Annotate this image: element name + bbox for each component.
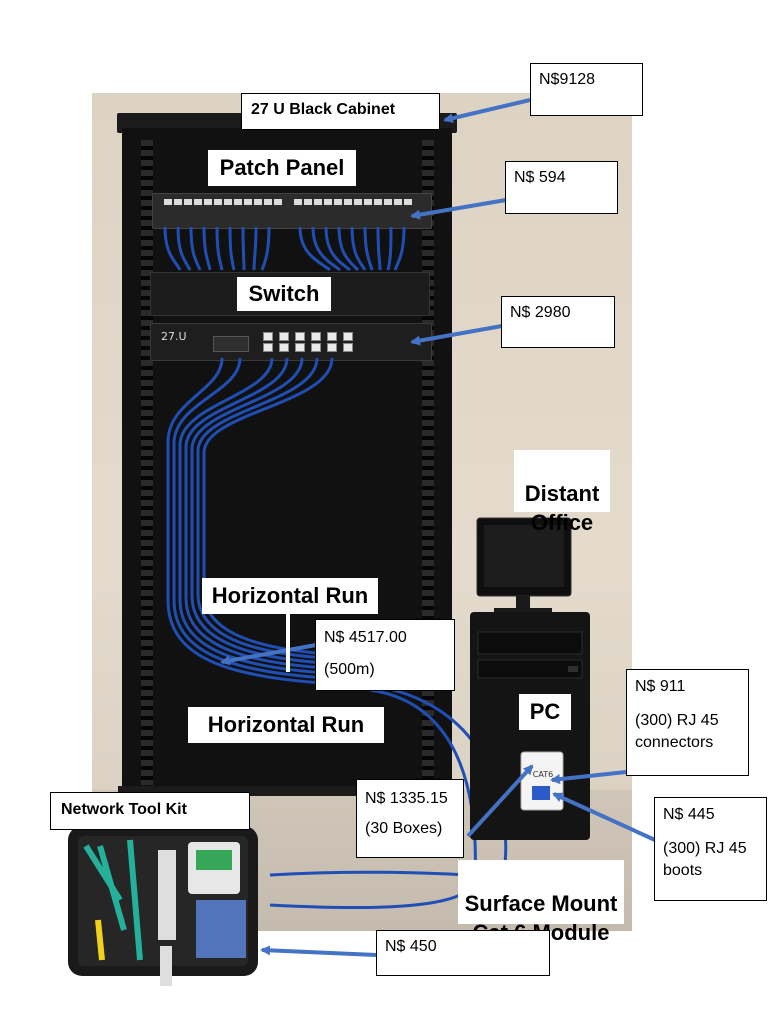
monitor	[476, 517, 572, 614]
module-tag: CAT6	[529, 770, 557, 782]
cabinet-base	[118, 786, 456, 796]
horizontal-run-label-bottom: Horizontal Run	[188, 707, 384, 743]
cable-price-box: N$ 4517.00 (500m)	[315, 619, 455, 691]
switch-port	[295, 332, 305, 341]
switch-port	[279, 343, 289, 352]
tool-kit-price: N$ 450	[385, 938, 437, 955]
switch-port	[279, 332, 289, 341]
cabinet-price-box: N$9128	[530, 63, 643, 116]
tool-kit-bag	[68, 826, 258, 986]
patch-cables	[163, 226, 406, 272]
switch-port	[295, 343, 305, 352]
rack-unit-label: 27.U	[161, 330, 187, 343]
tool-kit-label: Network Tool Kit	[50, 792, 250, 830]
patch-panel-label-text: Patch Panel	[219, 155, 345, 180]
pc-label: PC	[519, 694, 571, 730]
connectors-qty: (300) RJ 45 connectors	[635, 712, 719, 751]
surface-mount-label: Surface Mount Cat 6 Module	[458, 860, 624, 945]
switch-port	[263, 343, 273, 352]
arrow-boots	[552, 792, 656, 842]
boots-qty: (300) RJ 45 boots	[663, 840, 747, 879]
patch-panel-price: N$ 594	[514, 169, 566, 186]
switch-label-text: Switch	[248, 281, 320, 306]
distant-office-label: Distant Office	[514, 450, 610, 535]
boots-price-box: N$ 445 (300) RJ 45 boots	[654, 797, 767, 901]
module-qty: (30 Boxes)	[365, 820, 443, 837]
tool-kit-price-box: N$ 450	[376, 930, 550, 976]
cabinet-label: 27 U Black Cabinet	[241, 93, 440, 130]
patch-ports-left	[163, 199, 283, 205]
module-price-box: N$ 1335.15 (30 Boxes)	[356, 779, 464, 858]
arrow-tool-kit	[260, 945, 377, 957]
switch-port	[311, 332, 321, 341]
cable-price: N$ 4517.00	[324, 629, 407, 646]
distant-office-label-text: Distant Office	[524, 481, 600, 535]
switch-port	[327, 343, 337, 352]
arrow-patch-panel	[410, 198, 507, 220]
tool-kit-label-text: Network Tool Kit	[61, 801, 187, 818]
switch-label: Switch	[237, 277, 331, 311]
cable-qty: (500m)	[324, 661, 375, 678]
horizontal-run-text-bottom: Horizontal Run	[207, 712, 365, 737]
switch-price-box: N$ 2980	[501, 296, 615, 348]
switch-port	[343, 332, 353, 341]
horizontal-run-text-top: Horizontal Run	[211, 583, 369, 608]
cabinet-label-text: 27 U Black Cabinet	[251, 101, 396, 118]
network-switch: 27.U	[150, 323, 432, 361]
switch-port	[263, 332, 273, 341]
uplink-ports	[213, 336, 249, 352]
patch-panel-label: Patch Panel	[208, 150, 356, 186]
arrow-module	[466, 764, 534, 838]
patch-panel	[152, 193, 432, 229]
cable-bundle	[166, 357, 521, 910]
switch-ports	[263, 332, 365, 354]
arrow-cable	[220, 643, 317, 666]
patch-panel-price-box: N$ 594	[505, 161, 618, 214]
run-divider	[286, 612, 290, 672]
callout-arrows	[220, 98, 656, 957]
module-price: N$ 1335.15	[365, 790, 448, 807]
pc-label-text: PC	[529, 699, 561, 724]
connectors-price: N$ 911	[635, 678, 686, 695]
switch-port	[311, 343, 321, 352]
boots-price: N$ 445	[663, 806, 715, 823]
horizontal-run-label-top: Horizontal Run	[202, 578, 378, 614]
arrow-switch	[410, 324, 503, 346]
switch-port	[327, 332, 337, 341]
arrow-cabinet	[443, 98, 531, 124]
switch-port	[343, 343, 353, 352]
cabinet-price: N$9128	[539, 71, 596, 88]
switch-price: N$ 2980	[510, 304, 571, 321]
module-tag-text: CAT6	[532, 770, 554, 779]
arrow-connectors	[550, 770, 627, 785]
patch-ports-right	[293, 199, 413, 205]
connectors-price-box: N$ 911 (300) RJ 45 connectors	[626, 669, 749, 776]
